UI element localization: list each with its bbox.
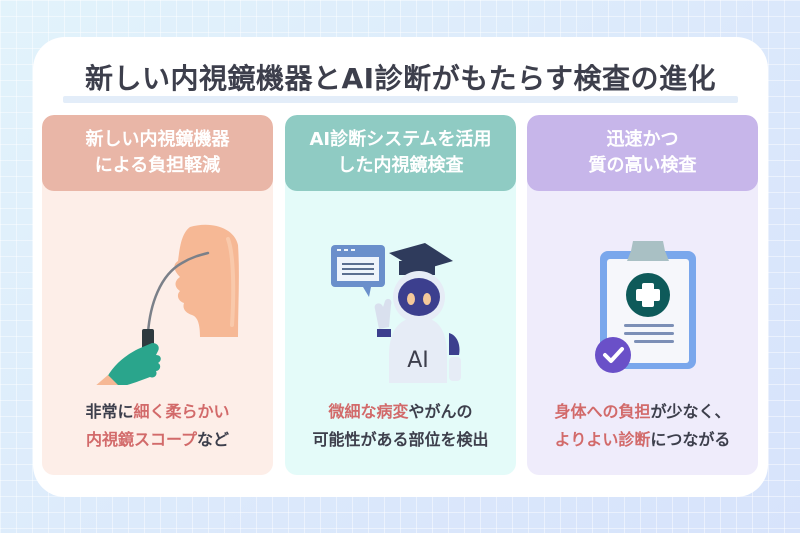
desc-text: が少なく、 bbox=[650, 402, 731, 421]
column-header-line: 迅速かつ bbox=[606, 129, 679, 150]
robot-ai-label: AI bbox=[407, 348, 429, 373]
page-title: 新しい内視鏡機器とAI診断がもたらす検査の進化 bbox=[84, 62, 717, 95]
desc-text: 可能性がある部位を検出 bbox=[312, 430, 489, 449]
column-header-line: AI診断システムを活用 bbox=[309, 129, 492, 150]
ai-robot-icon: AI bbox=[331, 243, 461, 383]
column-header: 新しい内視鏡機器 による負担軽減 bbox=[42, 115, 273, 191]
column-ai-diagnosis: AI診断システムを活用 した内視鏡検査 bbox=[285, 115, 516, 475]
column-quick-quality-exam: 迅速かつ 質の高い検査 身体への負担が少なく、 よりよい診断につながる bbox=[527, 115, 758, 475]
title-underline bbox=[63, 96, 738, 103]
column-header-line: した内視鏡検査 bbox=[337, 155, 464, 176]
column-description: 非常に細く柔らかい 内視鏡スコープなど bbox=[42, 398, 273, 454]
column-header: 迅速かつ 質の高い検査 bbox=[527, 115, 758, 191]
column-new-endoscope: 新しい内視鏡機器 による負担軽減 非常に細く柔らかい 内視鏡スコープなど bbox=[42, 115, 273, 475]
column-header-line: による負担軽減 bbox=[94, 155, 221, 176]
desc-text: など bbox=[197, 430, 230, 449]
desc-text: 非常に bbox=[85, 402, 134, 421]
desc-highlight: 内視鏡スコープ bbox=[85, 430, 198, 449]
column-description: 身体への負担が少なく、 よりよい診断につながる bbox=[527, 398, 758, 454]
desc-highlight: よりよい診断 bbox=[554, 430, 651, 449]
column-description: 微細な病変やがんの 可能性がある部位を検出 bbox=[285, 398, 516, 454]
column-header-line: 質の高い検査 bbox=[588, 155, 697, 176]
desc-highlight: 微細な病変 bbox=[328, 402, 409, 421]
endoscope-nose-icon bbox=[96, 224, 239, 385]
column-header: AI診断システムを活用 した内視鏡検査 bbox=[285, 115, 516, 191]
desc-highlight: 細く柔らかい bbox=[133, 402, 230, 421]
infographic-card: 新しい内視鏡機器とAI診断がもたらす検査の進化 新しい内視鏡機器 による負担軽減… bbox=[33, 37, 768, 497]
medical-clipboard-check-icon bbox=[595, 241, 696, 373]
column-header-line: 新しい内視鏡機器 bbox=[85, 129, 230, 150]
desc-text: につながる bbox=[650, 430, 731, 449]
desc-text: やがんの bbox=[408, 402, 473, 421]
desc-highlight: 身体への負担 bbox=[554, 402, 651, 421]
